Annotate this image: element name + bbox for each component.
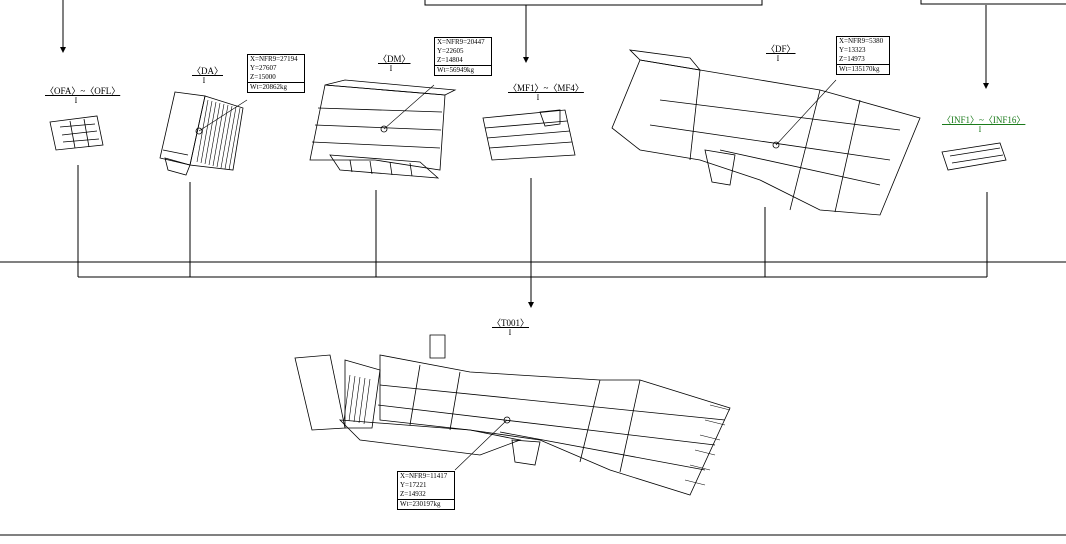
coord-df-wt: Wt=135170kg <box>837 64 889 74</box>
coord-dm-z: Z=14804 <box>437 56 463 64</box>
label-mf-sub: I <box>536 93 540 102</box>
df-part-drawing <box>611 49 921 216</box>
mf-part-drawing <box>482 109 576 161</box>
label-inf-name: 〈INF1〉~〈INF16〉 <box>942 115 1026 125</box>
label-df-sub: I <box>776 54 780 63</box>
t001-leader <box>454 419 508 471</box>
label-mf-name: 〈MF1〉~〈MF4〉 <box>508 83 584 93</box>
arrowhead-left <box>60 47 66 53</box>
coord-t001-wt: Wt=230197kg <box>398 499 454 509</box>
arrowhead-center <box>523 57 529 63</box>
da-part-drawing <box>159 91 244 176</box>
label-t001-name: 〈T001〉 <box>492 318 529 328</box>
coord-df-z: Z=14973 <box>839 55 865 63</box>
top-frame-box-center <box>424 0 763 6</box>
coord-dm-wt: Wt=56949kg <box>435 65 491 75</box>
label-df[interactable]: 〈DF〉 I <box>766 44 796 64</box>
coord-df-x: X=NFR9=5380 <box>839 37 884 45</box>
coord-t001-x: X=NFR9=11417 <box>400 472 448 480</box>
label-dm-name: 〈DM〉 <box>378 54 411 64</box>
label-ofa-name: 〈OFA〉~〈OFL〉 <box>45 86 121 96</box>
label-da-name: 〈DA〉 <box>192 66 223 76</box>
coord-dm-x: X=NFR9=20447 <box>437 38 485 46</box>
label-ofa[interactable]: 〈OFA〉~〈OFL〉 I <box>45 86 121 106</box>
df-leader <box>775 79 837 146</box>
top-frame-box-right <box>920 0 1066 5</box>
arrowhead-assembly <box>528 302 534 308</box>
dm-part-drawing <box>309 79 457 179</box>
label-da[interactable]: 〈DA〉 I <box>192 66 223 86</box>
coord-df-y: Y=13323 <box>839 46 866 54</box>
coord-box-df: X=NFR9=5380 Y=13323 Z=14973 Wt=135170kg <box>836 36 890 75</box>
coord-da-z: Z=15000 <box>250 73 276 81</box>
da-leader <box>198 99 248 132</box>
coord-box-dm: X=NFR9=20447 Y=22605 Z=14804 Wt=56949kg <box>434 37 492 76</box>
coord-da-wt: Wt=20862kg <box>248 82 304 92</box>
label-ofa-sub: I <box>74 96 78 105</box>
label-t001-sub: I <box>508 328 512 337</box>
inf-part-drawing <box>941 142 1007 171</box>
label-mf[interactable]: 〈MF1〉~〈MF4〉 I <box>508 83 584 103</box>
dm-leader <box>383 84 435 130</box>
coord-box-da: X=NFR9=27194 Y=27607 Z=15000 Wt=20862kg <box>247 54 305 93</box>
t001-assembly-drawing <box>294 334 731 496</box>
t001-grille <box>343 374 731 486</box>
ofa-part-drawing <box>49 115 104 151</box>
coord-t001-y: Y=17221 <box>400 481 427 489</box>
label-da-sub: I <box>202 76 206 85</box>
label-dm[interactable]: 〈DM〉 I <box>378 54 411 74</box>
label-inf[interactable]: 〈INF1〉~〈INF16〉 I <box>942 115 1026 135</box>
label-dm-sub: I <box>389 64 393 73</box>
label-inf-sub: I <box>978 125 982 134</box>
label-df-name: 〈DF〉 <box>766 44 796 54</box>
arrowhead-right <box>983 83 989 89</box>
da-grille <box>196 99 241 171</box>
coord-da-x: X=NFR9=27194 <box>250 55 298 63</box>
coord-t001-z: Z=14932 <box>400 490 426 498</box>
coord-dm-y: Y=22605 <box>437 47 464 55</box>
coord-da-y: Y=27607 <box>250 64 277 72</box>
coord-box-t001: X=NFR9=11417 Y=17221 Z=14932 Wt=230197kg <box>397 471 455 510</box>
label-t001[interactable]: 〈T001〉 I <box>492 318 529 338</box>
